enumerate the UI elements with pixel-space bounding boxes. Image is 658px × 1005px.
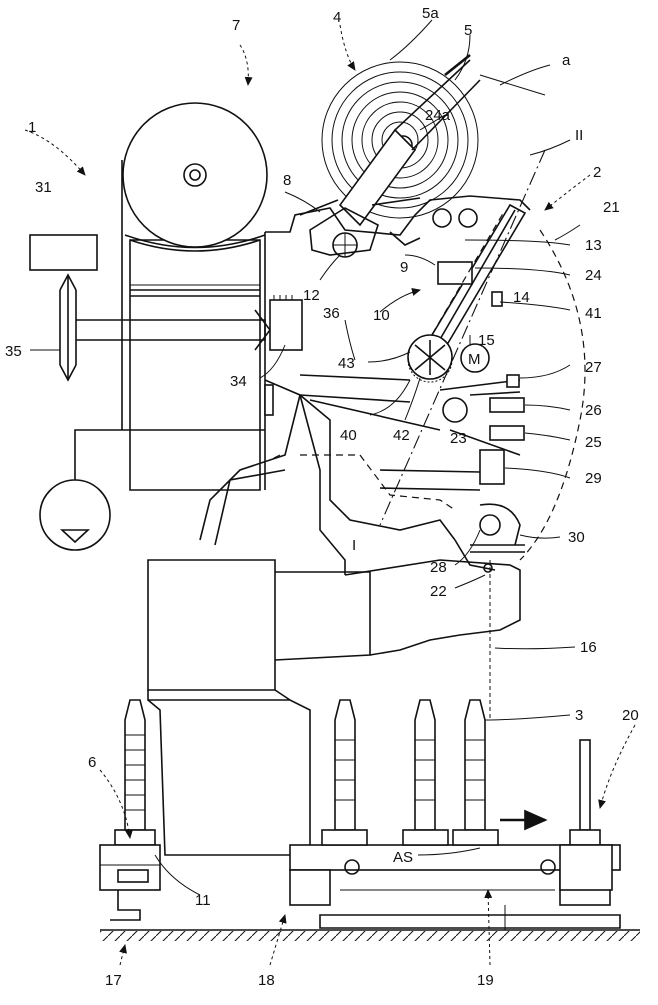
bobbin-b — [402, 699, 449, 846]
suction-arm-24: M — [407, 203, 527, 383]
reference-labels: 1 7 4 5a 5 a 24a II 2 21 8 31 13 9 24 12… — [5, 5, 639, 989]
transport-paths — [269, 149, 586, 720]
label-5: 5 — [464, 22, 472, 39]
cradle-lines — [299, 374, 525, 573]
machine-frame — [121, 160, 531, 856]
label-30: 30 — [568, 529, 585, 546]
label-34: 34 — [230, 373, 247, 390]
label-27: 27 — [585, 359, 602, 376]
motor-label: M — [468, 351, 481, 368]
label-1: 1 — [28, 119, 36, 136]
label-24: 24 — [585, 267, 602, 284]
label-42: 42 — [393, 427, 410, 444]
label-8: 8 — [283, 172, 291, 189]
label-15: 15 — [478, 332, 495, 349]
label-26: 26 — [585, 402, 602, 419]
label-23: 23 — [450, 430, 467, 447]
bobbin-a — [321, 699, 368, 846]
label-12: 12 — [303, 287, 320, 304]
label-22: 22 — [430, 583, 447, 600]
leader-lines — [24, 19, 636, 966]
label-43: 43 — [338, 355, 355, 372]
label-I: I — [352, 537, 356, 554]
label-29: 29 — [585, 470, 602, 487]
label-18: 18 — [258, 972, 275, 989]
label-II: II — [575, 127, 583, 144]
label-19: 19 — [477, 972, 494, 989]
label-36: 36 — [323, 305, 340, 322]
bobbins-row — [99, 699, 621, 930]
floor — [100, 929, 640, 941]
supply-roll-7 — [122, 102, 268, 252]
label-14: 14 — [513, 289, 530, 306]
bobbin-3 — [452, 699, 499, 846]
label-28: 28 — [430, 559, 447, 576]
label-35: 35 — [5, 343, 22, 360]
label-11: 11 — [195, 892, 211, 909]
label-a: a — [562, 52, 571, 69]
label-5a: 5a — [422, 5, 439, 22]
label-4: 4 — [333, 9, 341, 26]
label-31: 31 — [35, 179, 52, 196]
label-13: 13 — [585, 237, 602, 254]
label-21: 21 — [603, 199, 620, 216]
label-17: 17 — [105, 972, 122, 989]
label-6: 6 — [88, 754, 96, 771]
label-9: 9 — [400, 259, 408, 276]
label-40: 40 — [340, 427, 357, 444]
label-AS: AS — [393, 849, 413, 866]
label-25: 25 — [585, 434, 602, 451]
station-6 — [99, 699, 161, 921]
drive-drum-12 — [299, 197, 478, 258]
label-41: 41 — [585, 305, 602, 322]
label-2: 2 — [593, 164, 601, 181]
label-20: 20 — [622, 707, 639, 724]
label-16: 16 — [580, 639, 597, 656]
package-5 — [321, 53, 481, 227]
label-7: 7 — [232, 17, 240, 34]
label-3: 3 — [575, 707, 583, 724]
label-24a: 24a — [425, 107, 451, 124]
empty-tube-20 — [559, 739, 613, 891]
control-unit-31 — [29, 234, 303, 551]
label-10: 10 — [373, 307, 390, 324]
